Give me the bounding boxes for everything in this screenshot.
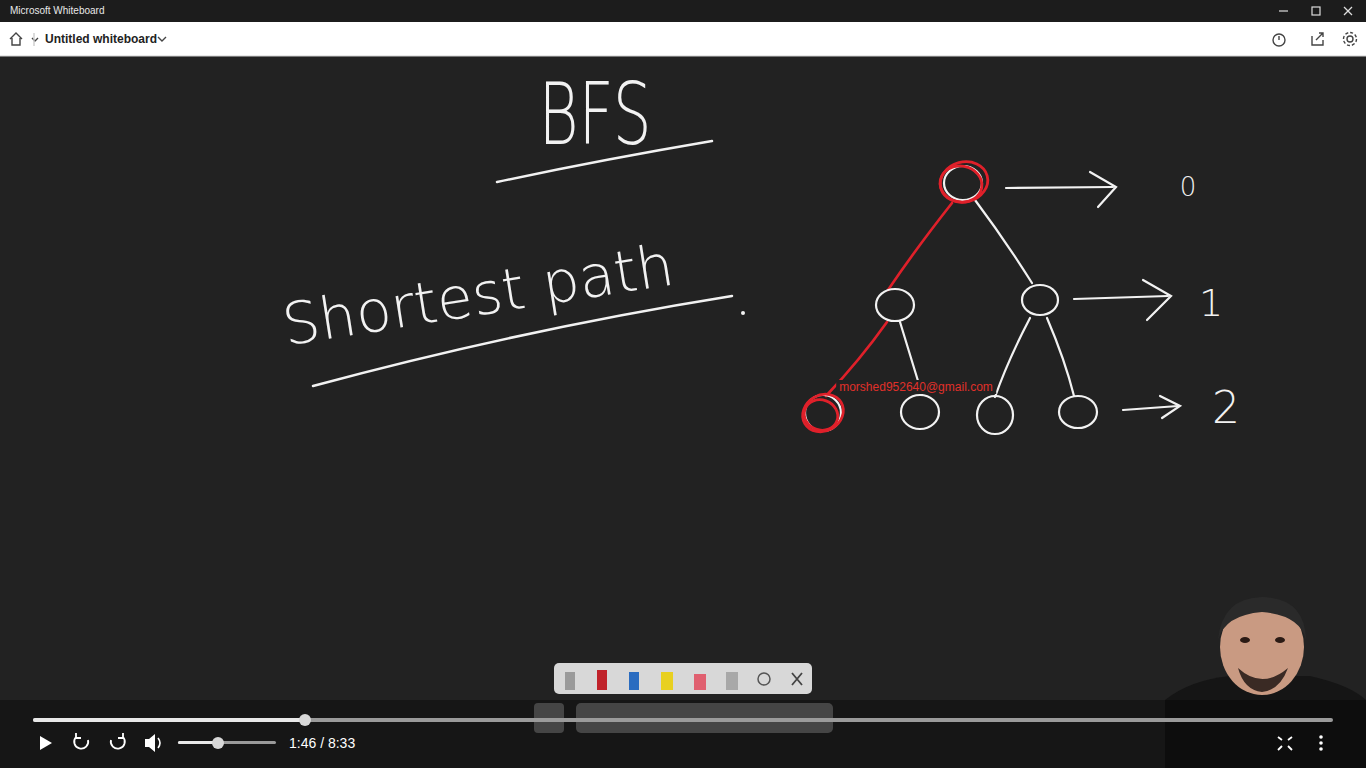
- menu-dots: [1319, 735, 1323, 751]
- subheading: Shortest path: [279, 235, 678, 354]
- fullscreen-icon: [1278, 737, 1292, 750]
- volume-track: [178, 741, 276, 744]
- level-number: 0: [1180, 174, 1197, 200]
- shortest-path-edges: [826, 203, 952, 396]
- pen-icons: [565, 670, 802, 690]
- highlight-circles: [796, 156, 993, 439]
- skip-icons: [74, 733, 125, 749]
- app-header: [0, 22, 1366, 56]
- volume-waves: [158, 738, 160, 748]
- dot: [741, 311, 745, 315]
- header-border: [0, 56, 1366, 57]
- progress-track: [33, 718, 1333, 722]
- volume-level: [178, 741, 218, 744]
- title-bar: [0, 0, 1366, 22]
- heading: BFS: [538, 73, 651, 158]
- tree-nodes: [805, 166, 1097, 434]
- window-title: Microsoft Whiteboard: [10, 6, 104, 16]
- window-buttons: [1279, 7, 1352, 15]
- canvas: [0, 57, 1366, 768]
- level-arrows: [1006, 172, 1180, 418]
- level-number: 2: [1212, 386, 1240, 430]
- header-icons: [10, 33, 1357, 47]
- progress-played: [33, 718, 305, 722]
- player-shade: [0, 700, 1366, 768]
- volume-icon: [145, 734, 155, 752]
- level-number: 1: [1199, 284, 1223, 322]
- progress-knob: [299, 714, 311, 726]
- tree-edges: [900, 200, 1074, 397]
- time-display: 1:46 / 8:33: [289, 736, 355, 750]
- play-icon: [40, 736, 52, 750]
- board-name: Untitled whiteboard: [45, 33, 157, 45]
- watermark: morshed952640@gmail.com: [836, 380, 996, 394]
- volume-knob: [212, 737, 224, 749]
- pen-toolbar: [554, 663, 812, 694]
